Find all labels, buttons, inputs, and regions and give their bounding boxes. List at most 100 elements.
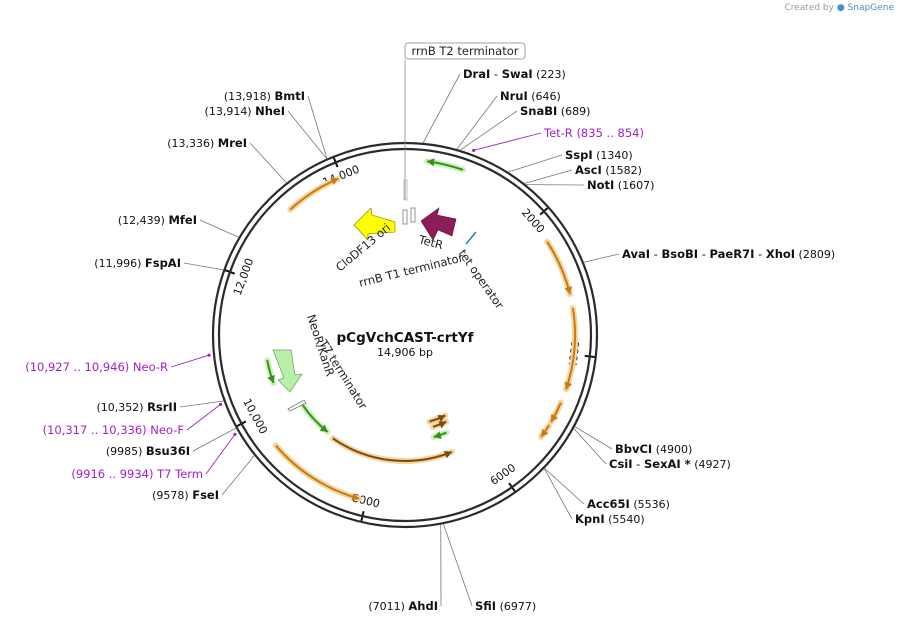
plasmid-name: pCgVchCAST-crtYf xyxy=(337,330,474,346)
t7-terminator-glyph[interactable] xyxy=(287,399,307,412)
site-leader xyxy=(443,523,473,607)
site-name: MfeI xyxy=(168,213,197,227)
site-snabi[interactable]: SnaBI (689) xyxy=(460,104,590,151)
site-label-layer: DraI - SwaI (223) NruI (646)SnaBI (689)Ss… xyxy=(25,67,835,613)
site-leader xyxy=(199,219,239,238)
primer-t7-term[interactable]: (9916 .. 9934) T7 Term xyxy=(71,432,237,481)
green-feature-arrow-head xyxy=(267,375,275,383)
site-name: NheI xyxy=(255,104,285,118)
site-label: CsiI - SexAI * (4927) xyxy=(609,457,731,471)
site-star: * xyxy=(681,457,691,471)
site-label: NotI (1607) xyxy=(587,178,654,192)
inner-orf-arrow[interactable] xyxy=(332,437,453,462)
primer-leader xyxy=(205,434,236,475)
primer-neo-r[interactable]: (10,927 .. 10,946) Neo-R xyxy=(25,353,211,374)
site-label: Acc65I (5536) xyxy=(587,497,670,511)
primer-neo-f[interactable]: (10,317 .. 10,336) Neo-F xyxy=(43,402,223,437)
site-label: (9578) FseI xyxy=(152,488,219,502)
tetr-label: TetR xyxy=(416,232,444,252)
site-sep: - xyxy=(698,247,709,261)
rrnb-t2-terminator-glyph[interactable] xyxy=(403,179,408,201)
site-acc65i[interactable]: Acc65I (5536) xyxy=(544,468,670,511)
orf-arrow[interactable] xyxy=(275,444,360,500)
site-pos: (13,336) xyxy=(167,137,218,150)
site-name: AvaI xyxy=(622,247,650,261)
tet-operator-mark[interactable] xyxy=(465,231,477,245)
site-pos: (1607) xyxy=(614,179,654,192)
site-mrei[interactable]: (13,336) MreI xyxy=(167,136,287,184)
site-csii-sexai[interactable]: CsiI - SexAI * (4927) xyxy=(573,428,731,471)
clodf13-ori-arrow[interactable] xyxy=(353,207,396,241)
site-fspai[interactable]: (11,996) FspAI xyxy=(94,256,224,271)
site-label: SfiI (6977) xyxy=(475,599,536,613)
site-pos: (9578) xyxy=(152,489,192,502)
site-pos: (11,996) xyxy=(94,257,145,270)
primer-site-dot xyxy=(219,402,223,406)
site-sspi[interactable]: SspI (1340) xyxy=(508,148,633,173)
orf-arrow-halo xyxy=(544,238,574,298)
site-leader xyxy=(460,110,518,151)
site-leader xyxy=(543,468,573,520)
site-noti[interactable]: NotI (1607) xyxy=(525,178,654,192)
site-rsrii[interactable]: (10,352) RsrII xyxy=(96,400,224,414)
site-pos: (5540) xyxy=(605,513,645,526)
primer-label: (10,927 .. 10,946) Neo-R xyxy=(25,360,168,374)
site-leader xyxy=(508,154,563,173)
terminator-glyph-2[interactable] xyxy=(410,207,416,223)
site-nhei[interactable]: (13,914) NheI xyxy=(205,104,327,159)
site-fsei[interactable]: (9578) FseI xyxy=(152,455,255,502)
snapgene-logo-icon: ● xyxy=(836,3,845,13)
inner-orf-arrow-head xyxy=(438,421,447,429)
orf-arrow-halo xyxy=(272,442,363,502)
site-pos: (4900) xyxy=(652,443,692,456)
site-label: KpnI (5540) xyxy=(575,512,645,526)
inner-orf-arrow-head xyxy=(437,415,446,423)
site-name: RsrII xyxy=(147,400,177,414)
site-label: SspI (1340) xyxy=(565,148,633,162)
site-leader xyxy=(524,169,573,184)
site-name: BbvCI xyxy=(615,442,652,456)
site-mfei[interactable]: (12,439) MfeI xyxy=(118,213,239,238)
primer-label: (10,317 .. 10,336) Neo-F xyxy=(43,423,184,437)
primer-leader xyxy=(186,403,221,431)
feature-layer xyxy=(264,158,578,502)
site-label: AscI (1582) xyxy=(575,163,642,177)
site-name: FspAI xyxy=(145,256,181,270)
site-name: KpnI xyxy=(575,512,605,526)
site-nrui[interactable]: NruI (646) xyxy=(456,89,561,150)
inner-feature-layer: CloDF13 ori rrnB T1 terminator TetR tet … xyxy=(272,60,507,412)
site-name: AhdI xyxy=(408,599,438,613)
rrnb-t1-terminator-glyph[interactable] xyxy=(402,209,408,225)
site-bbvci[interactable]: BbvCI (4900) xyxy=(574,426,692,456)
rrnb-t2-terminator-box[interactable]: rrnB T2 terminator xyxy=(404,42,526,60)
orf-arrow-head xyxy=(564,381,573,390)
site-label: NruI (646) xyxy=(500,89,561,103)
neor-kanr-arrow[interactable] xyxy=(272,349,303,393)
site-leader xyxy=(179,400,224,408)
site-bsu36i[interactable]: (9985) Bsu36I xyxy=(106,427,237,458)
site-name: SfiI xyxy=(475,599,496,613)
site-label: DraI - SwaI (223) xyxy=(463,67,566,81)
tetr-arrow[interactable] xyxy=(420,207,457,241)
snapgene-credit: Created by ● SnapGene xyxy=(784,3,894,13)
site-name: Bsu36I xyxy=(146,444,190,458)
primer-tet-r[interactable]: Tet-R (835 .. 854) xyxy=(472,126,644,152)
site-aval-xhoi[interactable]: AvaI - BsoBI - PaeR7I - XhoI (2809) xyxy=(583,247,835,263)
inner-orf-arrow-head xyxy=(443,450,452,459)
site-pos: (13,914) xyxy=(205,105,256,118)
site-name: BmtI xyxy=(274,89,305,103)
site-label: (12,439) MfeI xyxy=(118,213,197,227)
site-name: SspI xyxy=(565,148,593,162)
site-dral-swal[interactable]: DraI - SwaI (223) xyxy=(422,67,566,144)
site-name: SexAI xyxy=(644,457,681,471)
site-leader xyxy=(573,428,607,465)
site-sfii[interactable]: SfiI (6977) xyxy=(443,523,536,613)
site-name: Acc65I xyxy=(587,497,630,511)
site-name: NruI xyxy=(500,89,528,103)
site-kpni[interactable]: KpnI (5540) xyxy=(543,468,645,526)
site-leader xyxy=(456,95,498,150)
site-ahdi[interactable]: (7011) AhdI xyxy=(368,524,442,613)
site-bmti[interactable]: (13,918) BmtI xyxy=(224,89,328,159)
site-asci[interactable]: AscI (1582) xyxy=(524,163,642,184)
